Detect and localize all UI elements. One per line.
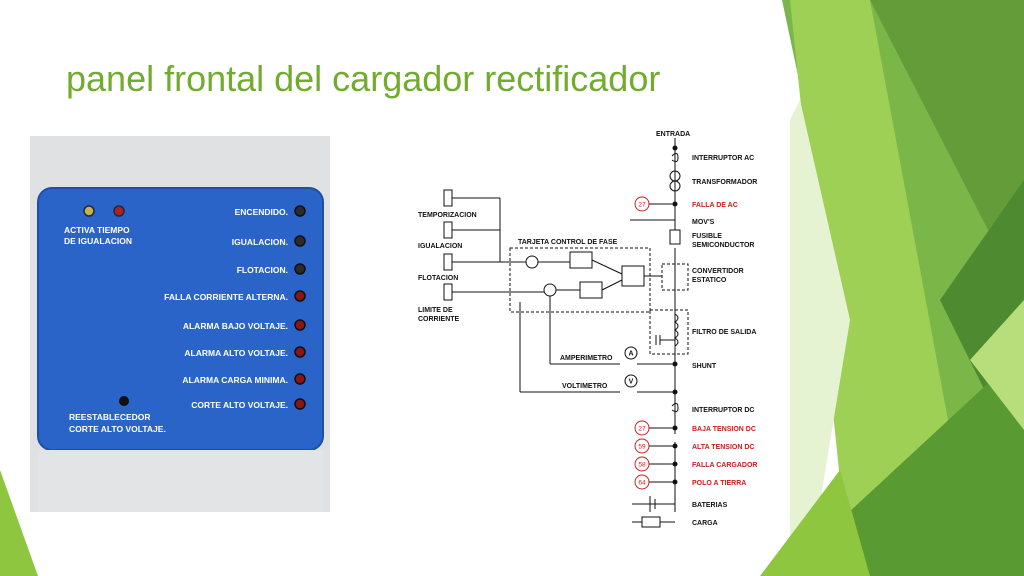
- label-polo-tierra: POLO A TIERRA: [692, 480, 746, 487]
- schematic-diagram: ENTRADA INTERRUPTOR AC TRANSFORMADOR FAL…: [418, 131, 757, 528]
- label-amperimetro: AMPERIMETRO: [560, 355, 613, 362]
- label-corriente: CORRIENTE: [418, 316, 460, 323]
- activa-label-2: DE IGUALACION: [64, 236, 132, 246]
- indicator-led-3: [294, 263, 306, 275]
- led-activa-red: [113, 205, 125, 217]
- led-activa-amber: [83, 205, 95, 217]
- indicator-led-8: [294, 398, 306, 410]
- indicator-label-3: FLOTACION.: [237, 265, 288, 275]
- code-falla-cargador: 58: [638, 462, 646, 469]
- label-transformador: TRANSFORMADOR: [692, 179, 757, 186]
- meter-v-symbol: V: [629, 379, 634, 386]
- label-movs: MOV'S: [692, 219, 715, 226]
- label-falla-cargador: FALLA CARGADOR: [692, 462, 757, 469]
- label-shunt: SHUNT: [692, 363, 717, 370]
- label-fusible: FUSIBLE: [692, 233, 722, 240]
- indicator-led-1: [294, 205, 306, 217]
- indicator-label-6: ALARMA ALTO VOLTAJE.: [184, 348, 288, 358]
- indicator-label-4: FALLA CORRIENTE ALTERNA.: [164, 292, 288, 302]
- label-limite-de: LIMITE DE: [418, 307, 453, 314]
- label-estatico: ESTATICO: [692, 277, 727, 284]
- indicator-label-5: ALARMA BAJO VOLTAJE.: [183, 321, 288, 331]
- label-interruptor-ac: INTERRUPTOR AC: [692, 155, 754, 162]
- label-filtro-salida: FILTRO DE SALIDA: [692, 329, 756, 336]
- code-baja-tension: 27: [638, 426, 646, 433]
- indicator-label-1: ENCENDIDO.: [235, 207, 288, 217]
- label-falla-ac: FALLA DE AC: [692, 202, 738, 209]
- indicator-label-8: CORTE ALTO VOLTAJE.: [191, 400, 288, 410]
- label-tarjeta-control: TARJETA CONTROL DE FASE: [518, 239, 618, 246]
- label-entrada: ENTRADA: [656, 131, 690, 138]
- label-igualacion: IGUALACION: [418, 243, 462, 250]
- reset-button[interactable]: [119, 396, 129, 406]
- label-temporizacion: TEMPORIZACION: [418, 212, 477, 219]
- reset-label-1: REESTABLECEDOR: [69, 412, 151, 422]
- label-baja-tension-dc: BAJA TENSION DC: [692, 426, 756, 433]
- label-alta-tension-dc: ALTA TENSION DC: [692, 444, 754, 451]
- indicator-led-7: [294, 373, 306, 385]
- label-voltimetro: VOLTIMETRO: [562, 383, 608, 390]
- label-interruptor-dc: INTERRUPTOR DC: [692, 407, 754, 414]
- indicator-led-4: [294, 290, 306, 302]
- label-semiconductor: SEMICONDUCTOR: [692, 242, 754, 249]
- label-convertidor: CONVERTIDOR: [692, 268, 744, 275]
- activa-label-1: ACTIVA TIEMPO: [64, 225, 130, 235]
- label-baterias: BATERIAS: [692, 502, 728, 509]
- indicator-led-5: [294, 319, 306, 331]
- slide-title: panel frontal del cargador rectificador: [66, 58, 661, 99]
- indicator-led-2: [294, 235, 306, 247]
- front-panel-photo: ACTIVA TIEMPO DE IGUALACION ENCENDIDO. I…: [30, 136, 330, 512]
- code-falla-ac: 27: [638, 202, 646, 209]
- indicator-label-7: ALARMA CARGA MINIMA.: [182, 375, 288, 385]
- label-flotacion: FLOTACION: [418, 275, 458, 282]
- code-alta-tension: 59: [638, 444, 646, 451]
- indicator-led-6: [294, 346, 306, 358]
- indicator-label-2: IGUALACION.: [232, 237, 288, 247]
- code-polo-tierra: 64: [638, 480, 646, 487]
- meter-a-symbol: A: [628, 351, 633, 358]
- label-carga: CARGA: [692, 520, 718, 527]
- reset-label-2: CORTE ALTO VOLTAJE.: [69, 424, 166, 434]
